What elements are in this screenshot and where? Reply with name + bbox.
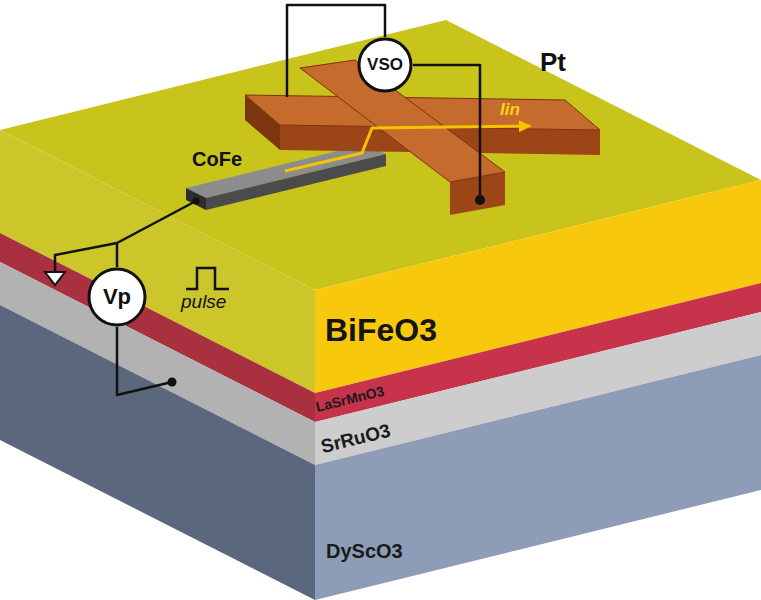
current-label: Iin	[500, 101, 520, 120]
contact-dot	[193, 198, 200, 205]
layer-label: DyScO3	[326, 540, 403, 562]
ground-symbol	[45, 272, 65, 285]
pulse-symbol	[186, 268, 229, 289]
layer-label: CoFe	[192, 148, 242, 170]
wire	[117, 327, 172, 395]
current-path	[285, 126, 522, 171]
meter-label: VSO	[367, 56, 403, 75]
voltmeter-circle: VSO	[357, 37, 413, 93]
meter-circle	[359, 39, 411, 91]
contact-dot	[168, 378, 177, 387]
cofe-electrode-face	[186, 188, 206, 210]
wire	[287, 5, 385, 97]
layer-label: BiFeO3	[325, 313, 437, 348]
ground-wire	[55, 243, 117, 272]
meter-circle	[89, 269, 145, 325]
signal-label: pulse	[181, 292, 226, 313]
contact-dot	[475, 195, 485, 205]
wire	[117, 201, 196, 267]
pulse-source-circle: Vp	[87, 267, 147, 327]
dysco3-substrate-face	[315, 355, 761, 600]
layer-label: Pt	[540, 48, 566, 77]
meter-label: Vp	[103, 285, 131, 309]
wire	[413, 65, 480, 200]
dysco3-substrate-face	[0, 305, 315, 600]
dysco3-substrate: DyScO3	[0, 305, 761, 600]
